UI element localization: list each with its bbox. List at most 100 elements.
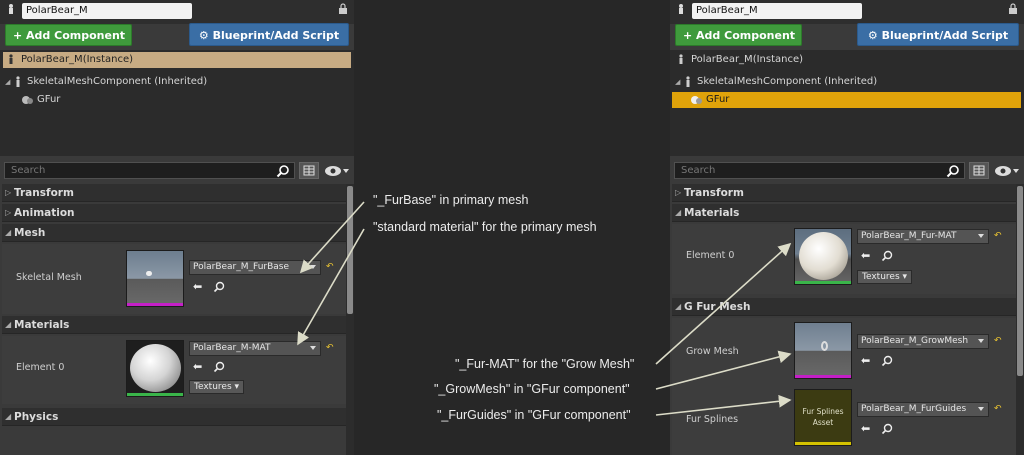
- blueprint-add-script-button[interactable]: ⚙ Blueprint/Add Script: [189, 23, 349, 46]
- expand-arrow-icon[interactable]: ◢: [5, 78, 11, 86]
- actor-icon: [679, 4, 683, 14]
- component-tree: PolarBear_M(Instance) ◢ SkeletalMeshComp…: [670, 50, 1024, 156]
- category-physics[interactable]: ◢Physics: [2, 408, 346, 426]
- scrollbar-thumb[interactable]: [347, 186, 353, 314]
- material-browse-controls: ⬅: [193, 360, 233, 374]
- search-icon[interactable]: [946, 164, 960, 178]
- material-asset-bar: [795, 281, 851, 284]
- category-materials[interactable]: ◢Materials: [672, 204, 1016, 222]
- category-gfur-mesh[interactable]: ◢G Fur Mesh: [672, 298, 1016, 316]
- fur-material-value: PolarBear_M_Fur-MAT: [861, 231, 957, 241]
- annotation-fur-mat: "_Fur-MAT" for the "Grow Mesh": [455, 357, 635, 371]
- browse-search-icon[interactable]: [213, 281, 225, 293]
- category-mesh-label: Mesh: [14, 227, 46, 239]
- eye-icon[interactable]: [323, 163, 351, 179]
- dropdown-arrow-icon: [978, 234, 984, 238]
- category-transform[interactable]: ▷Transform: [2, 184, 346, 202]
- browse-search-icon[interactable]: [881, 423, 893, 435]
- skeletal-mesh-combo[interactable]: PolarBear_M_FurBase: [189, 260, 321, 275]
- tree-item-skeletal-label: SkeletalMeshComponent (Inherited): [697, 76, 878, 87]
- fur-splines-combo[interactable]: PolarBear_M_FurGuides: [857, 402, 989, 417]
- use-selected-arrow-icon[interactable]: ⬅: [861, 354, 871, 367]
- category-mesh[interactable]: ◢Mesh: [2, 224, 346, 242]
- fur-splines-asset-text: Fur Splines Asset: [802, 407, 844, 427]
- reset-to-default-icon[interactable]: ↶: [994, 336, 1002, 346]
- search-input[interactable]: Search: [674, 162, 965, 179]
- tree-item-skeletal[interactable]: ◢ SkeletalMeshComponent (Inherited): [673, 74, 1021, 90]
- reset-to-default-icon[interactable]: ↶: [326, 262, 334, 272]
- textures-dropdown[interactable]: Textures ▾: [189, 380, 245, 394]
- component-tree: PolarBear_M(Instance) ◢ SkeletalMeshComp…: [0, 50, 354, 156]
- expanded-arrow-icon: ◢: [5, 320, 12, 329]
- lock-icon[interactable]: [1008, 3, 1018, 15]
- details-scrollbar[interactable]: [346, 184, 354, 455]
- material-value: PolarBear_M-MAT: [193, 343, 271, 353]
- reset-to-default-icon[interactable]: ↶: [326, 343, 334, 353]
- property-matrix-button[interactable]: [299, 162, 319, 179]
- search-input[interactable]: Search: [4, 162, 295, 179]
- blueprint-add-script-button[interactable]: ⚙ Blueprint/Add Script: [857, 23, 1019, 46]
- material-thumbnail[interactable]: [126, 340, 184, 397]
- category-animation[interactable]: ▷Animation: [2, 204, 346, 222]
- fur-splines-value: PolarBear_M_FurGuides: [861, 404, 967, 414]
- actor-icon: [679, 54, 683, 64]
- lock-icon[interactable]: [338, 3, 348, 15]
- fur-material-thumbnail[interactable]: [794, 228, 852, 285]
- mesh-preview-shape: [146, 271, 152, 276]
- add-component-button[interactable]: + Add Component ▾: [5, 24, 132, 64]
- material-asset-bar: [127, 393, 183, 396]
- skeletal-mesh-thumbnail[interactable]: [126, 250, 184, 307]
- search-placeholder: Search: [681, 165, 716, 176]
- use-selected-arrow-icon[interactable]: ⬅: [193, 360, 203, 373]
- grow-mesh-combo[interactable]: PolarBear_M_GrowMesh: [857, 334, 989, 349]
- tree-item-instance[interactable]: PolarBear_M(Instance): [673, 52, 1021, 68]
- scrollbar-thumb[interactable]: [1017, 186, 1023, 376]
- browse-search-icon[interactable]: [881, 355, 893, 367]
- category-transform-label: Transform: [14, 187, 74, 199]
- element0-label: Element 0: [16, 362, 65, 373]
- gears-icon: ⚙: [867, 29, 882, 42]
- tree-item-gfur[interactable]: GFur: [3, 92, 351, 108]
- blueprint-label: Blueprint/Add Script: [881, 29, 1009, 42]
- grow-mesh-thumbnail[interactable]: [794, 322, 852, 379]
- actor-name-field[interactable]: PolarBear_M: [22, 3, 192, 19]
- element0-label: Element 0: [686, 250, 735, 261]
- grow-mesh-label: Grow Mesh: [686, 346, 739, 357]
- tree-item-gfur-label: GFur: [706, 94, 730, 105]
- actor-icon: [9, 54, 13, 64]
- tree-item-gfur-selected[interactable]: GFur: [672, 92, 1021, 108]
- details-scrollbar[interactable]: [1016, 184, 1024, 455]
- use-selected-arrow-icon[interactable]: ⬅: [861, 249, 871, 262]
- use-selected-arrow-icon[interactable]: ⬅: [861, 422, 871, 435]
- blueprint-label: Blueprint/Add Script: [212, 29, 340, 42]
- category-transform[interactable]: ▷Transform: [672, 184, 1016, 202]
- reset-to-default-icon[interactable]: ↶: [994, 231, 1002, 241]
- fur-splines-thumbnail[interactable]: Fur Splines Asset: [794, 389, 852, 446]
- actor-name-bar: PolarBear_M: [670, 0, 1024, 24]
- browse-search-icon[interactable]: [213, 361, 225, 373]
- category-animation-label: Animation: [14, 207, 75, 219]
- expand-arrow-icon[interactable]: ◢: [675, 78, 681, 86]
- material-combo[interactable]: PolarBear_M-MAT: [189, 341, 321, 356]
- material-sphere: [130, 344, 181, 392]
- fur-splines-browse-controls: ⬅: [861, 422, 901, 436]
- add-component-button[interactable]: + Add Component ▾: [675, 24, 802, 64]
- tree-item-instance[interactable]: PolarBear_M(Instance): [3, 52, 351, 68]
- gfur-component-icon: [691, 96, 702, 104]
- fur-material-combo[interactable]: PolarBear_M_Fur-MAT: [857, 229, 989, 244]
- browse-search-icon[interactable]: [881, 250, 893, 262]
- property-matrix-button[interactable]: [969, 162, 989, 179]
- category-physics-label: Physics: [14, 411, 59, 423]
- reset-to-default-icon[interactable]: ↶: [994, 404, 1002, 414]
- skeletal-mesh-label: Skeletal Mesh: [16, 272, 82, 283]
- eye-icon[interactable]: [993, 163, 1021, 179]
- textures-dropdown[interactable]: Textures ▾: [857, 270, 913, 284]
- grid-icon: [973, 165, 985, 176]
- category-materials[interactable]: ◢Materials: [2, 316, 346, 334]
- property-row-gfur: Grow Mesh PolarBear_M_GrowMesh ↶ ⬅ Fur S…: [672, 318, 1016, 455]
- use-selected-arrow-icon[interactable]: ⬅: [193, 280, 203, 293]
- expanded-arrow-icon: ◢: [5, 228, 12, 237]
- actor-name-field[interactable]: PolarBear_M: [692, 3, 862, 19]
- search-icon[interactable]: [276, 164, 290, 178]
- tree-item-skeletal[interactable]: ◢ SkeletalMeshComponent (Inherited): [3, 74, 351, 90]
